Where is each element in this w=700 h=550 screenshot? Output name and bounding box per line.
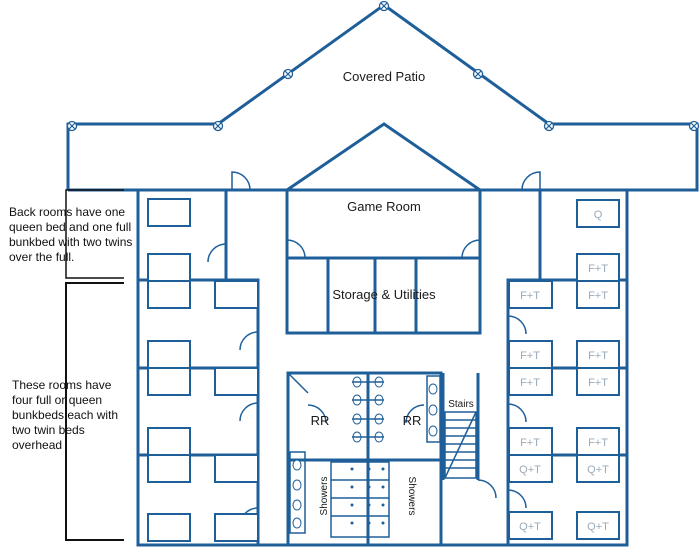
bed-label: Q+T: [587, 521, 609, 533]
door-icon: [507, 403, 527, 423]
storage-label: Storage & Utilities: [332, 287, 436, 302]
door-icon: [239, 331, 259, 351]
door-icon: [461, 239, 481, 259]
door-icon: [207, 243, 227, 263]
door-icon: [239, 402, 259, 422]
door-icon: [507, 315, 527, 335]
main-rooms-note: These rooms have four full or queen bunk…: [12, 378, 119, 452]
door-icon: [507, 489, 527, 509]
bed-label: F+T: [588, 290, 608, 302]
back-rooms-note: Back rooms have one queen bed and one fu…: [9, 205, 133, 264]
bed-label: Q+T: [519, 464, 541, 476]
door-icon: [521, 171, 541, 191]
bed-label: F+T: [520, 350, 540, 362]
patio-post-icon: [66, 120, 78, 132]
showers-label-left: Showers: [319, 477, 330, 516]
restroom-label-right: RR: [403, 413, 422, 428]
right-beds: [508, 199, 620, 540]
bed-label: F+T: [588, 437, 608, 449]
door-icon: [286, 239, 306, 259]
stairs-label: Stairs: [448, 399, 474, 410]
patio-post-icon: [282, 68, 294, 80]
game-room-walls: [285, 190, 482, 335]
bed-label: F+T: [588, 377, 608, 389]
bed-label: F+T: [588, 350, 608, 362]
bed-label: F+T: [520, 290, 540, 302]
bed-label: F+T: [520, 377, 540, 389]
patio-post-icon: [688, 120, 700, 132]
patio-label: Covered Patio: [343, 69, 425, 84]
bed-label: Q: [594, 209, 603, 221]
shower-heads: [350, 467, 385, 525]
stairs: [441, 373, 497, 499]
annotation-brackets: [65, 189, 124, 541]
showers-label-right: Showers: [406, 477, 417, 516]
game-room-label: Game Room: [347, 199, 421, 214]
patio-post-icon: [472, 68, 484, 80]
bed-label: F+T: [588, 263, 608, 275]
patio-outline: [66, 3, 699, 192]
door-icon: [231, 171, 251, 191]
toilet-icons: [352, 376, 384, 443]
restroom-label-left: RR: [311, 413, 330, 428]
patio-post-icon: [378, 0, 390, 12]
patio-post-icon: [212, 120, 224, 132]
bed-label: Q+T: [519, 521, 541, 533]
patio-post-icon: [543, 120, 555, 132]
left-beds: [147, 198, 259, 542]
bed-label: F+T: [520, 437, 540, 449]
bed-label: Q+T: [587, 464, 609, 476]
bathroom-block: [286, 371, 443, 545]
